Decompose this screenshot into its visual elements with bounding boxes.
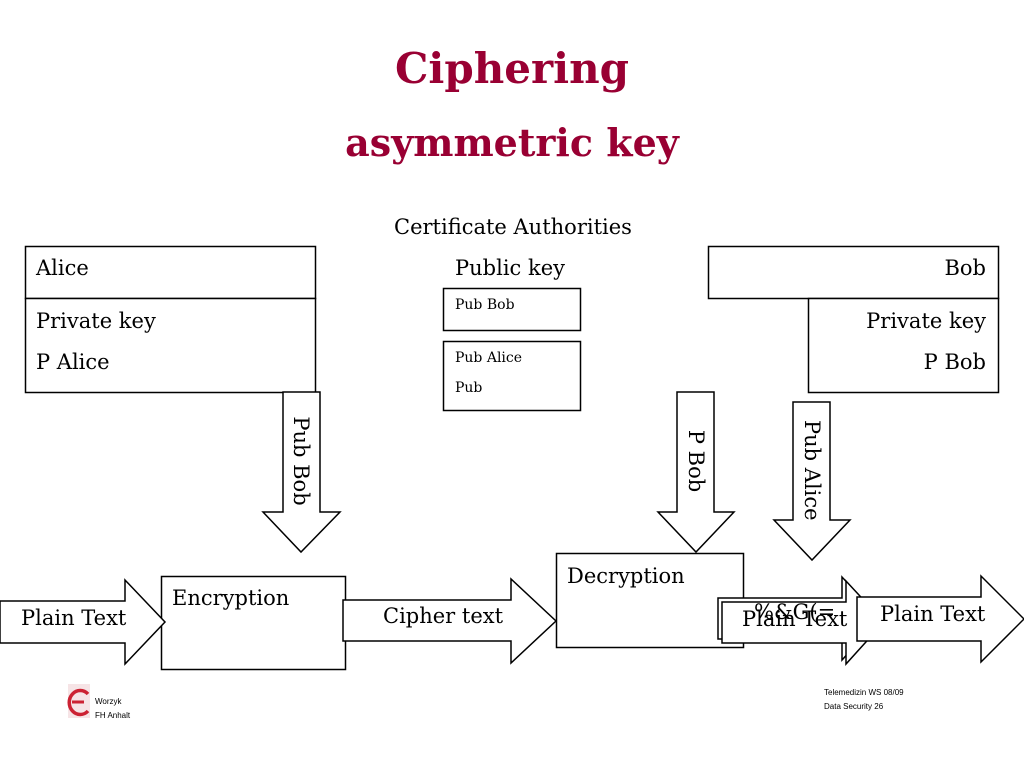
garbled-text-label: %&G(= (754, 600, 836, 624)
public-key-label: Public key (455, 256, 565, 280)
cipher-text-label: Cipher text (383, 604, 504, 628)
decryption-label: Decryption (567, 564, 685, 588)
plain-text-overlap-label: Plain Text (742, 607, 848, 631)
encryption-label: Encryption (172, 586, 290, 610)
pub-alice-down-arrow (772, 401, 852, 562)
footer-author: Worzyk (95, 697, 122, 706)
plain-text-in-label: Plain Text (21, 606, 127, 630)
pub-alice-arrow-label: Pub Alice (800, 420, 824, 521)
p-bob-arrow-label: P Bob (684, 429, 708, 493)
alice-private-key-label: Private key (36, 309, 156, 333)
bob-name: Bob (944, 256, 986, 280)
pub-alice-entry: Pub Alice (455, 350, 523, 366)
title-line2: asymmetric key (345, 120, 679, 165)
cipher-text-arrow (342, 577, 558, 665)
pub-bob-entry: Pub Bob (455, 297, 515, 313)
encryption-box (160, 575, 347, 671)
bob-p-key: P Bob (923, 350, 986, 374)
footer-institution: FH Anhalt (95, 711, 131, 720)
plain-text-out-label: Plain Text (880, 602, 986, 626)
title-line1: Ciphering (395, 44, 629, 93)
alice-p-key: P Alice (36, 350, 110, 374)
bob-private-key-label: Private key (866, 309, 986, 333)
alice-key-box (24, 297, 317, 394)
pub-alice-box (442, 340, 582, 412)
pub-bob-arrow-label: Pub Bob (289, 416, 313, 506)
footer-page: Data Security 26 (824, 702, 884, 711)
bob-key-box (807, 297, 1000, 394)
alice-name: Alice (36, 256, 89, 280)
p-bob-down-arrow (656, 391, 736, 554)
plain-text-in-arrow (0, 578, 167, 666)
plain-text-overlap-arrow (721, 579, 886, 666)
pub-bob-box (442, 287, 582, 332)
pub-bob-down-arrow (261, 391, 342, 554)
footer-course: Telemedizin WS 08/09 (824, 688, 904, 697)
plain-text-out-arrow (856, 574, 1024, 664)
bob-header-box (707, 245, 1000, 300)
ca-label: Certificate Authorities (394, 215, 632, 239)
decryption-box (555, 552, 745, 649)
pub-entry: Pub (455, 380, 483, 396)
fh-anhalt-logo (67, 684, 90, 718)
